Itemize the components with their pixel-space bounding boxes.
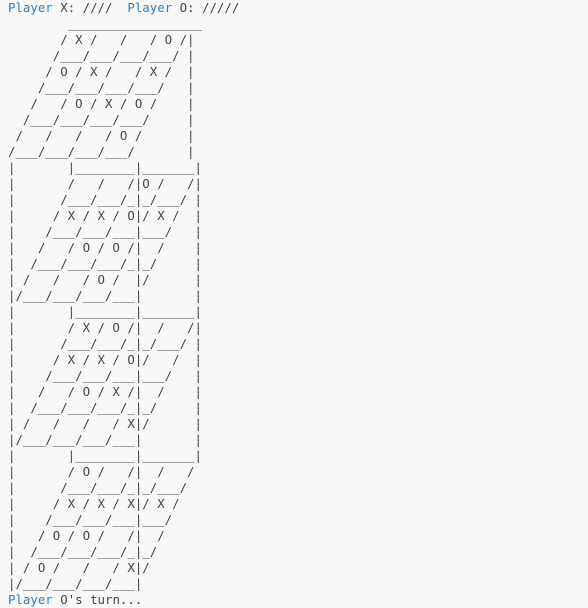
player-x-score: //// [82, 0, 113, 15]
player-o-label: Player [127, 0, 173, 15]
turn-text: O's turn... [60, 592, 143, 607]
board-line: | / / / / X|/ | [8, 416, 202, 431]
board-line: | /___/___/_|_/___/ | [8, 336, 202, 351]
board-line: | /___/___/___|___/ | [8, 224, 202, 239]
board-line: | / O / O / /| / [8, 528, 165, 543]
turn-status-line: Player O's turn... [8, 592, 142, 608]
board-line: | / / /|O / /| [8, 176, 202, 191]
player-x-label: Player [8, 0, 53, 15]
board-line: | / O / / / X|/ [8, 560, 150, 575]
board-line: | / O / /| / / [8, 464, 195, 479]
board-line: /___/___/___/___/ | [8, 112, 195, 127]
board-line: | |________|_______| [8, 448, 202, 463]
board-line: | /___/___/_|_/___/ | [8, 192, 202, 207]
player-o-score: ///// [202, 0, 240, 15]
player-o-name: O: [179, 0, 195, 15]
board-line: | /___/___/___/_|_/ | [8, 400, 202, 415]
board-line: | / X / O /| / /| [8, 320, 202, 335]
board-line: | / / O / O /| / | [8, 240, 202, 255]
board-line: | / / / O / |/ | [8, 272, 202, 287]
board-line: |/___/___/___/___| | [8, 288, 202, 303]
board-line: |/___/___/___/___| [8, 576, 143, 591]
board-line: |/___/___/___/___| | [8, 432, 202, 447]
board-line: | /___/___/___|___/ | [8, 368, 202, 383]
board-line: | / X / X / O|/ / | [8, 352, 202, 367]
board-line: / X / / / O /| [8, 32, 195, 47]
board-line: | /___/___/___/_|_/ | [8, 256, 202, 271]
board-line: | |________|_______| [8, 160, 202, 175]
score-status-line: Player X: //// Player O: ///// [8, 0, 239, 16]
board-line: | /___/___/_|_/___/ [8, 480, 188, 495]
board-line: / / O / X / O / | [8, 96, 195, 111]
board-line: /___/___/___/___/ | [8, 144, 195, 159]
board-line: | / X / X / X|/ X / [8, 496, 180, 511]
board-line: | |________|_______| [8, 304, 202, 319]
board-line: | /___/___/___/_|_/ [8, 544, 158, 559]
3d-tic-tac-toe-board: __________________ / X / / / O /| /___/_… [8, 16, 208, 592]
board-line: __________________ [8, 16, 202, 31]
board-line: / / / / O / | [8, 128, 195, 143]
board-line: | /___/___/___|___/ [8, 512, 173, 527]
board-line: /___/___/___/___/ | [8, 48, 195, 63]
player-x-name: X: [60, 0, 76, 15]
board-line: | / X / X / O|/ X / | [8, 208, 202, 223]
turn-player-label: Player [8, 592, 53, 607]
board-line: / O / X / / X / | [8, 64, 195, 79]
board-line: /___/___/___/___/ | [8, 80, 195, 95]
board-line: | / / O / X /| / | [8, 384, 202, 399]
